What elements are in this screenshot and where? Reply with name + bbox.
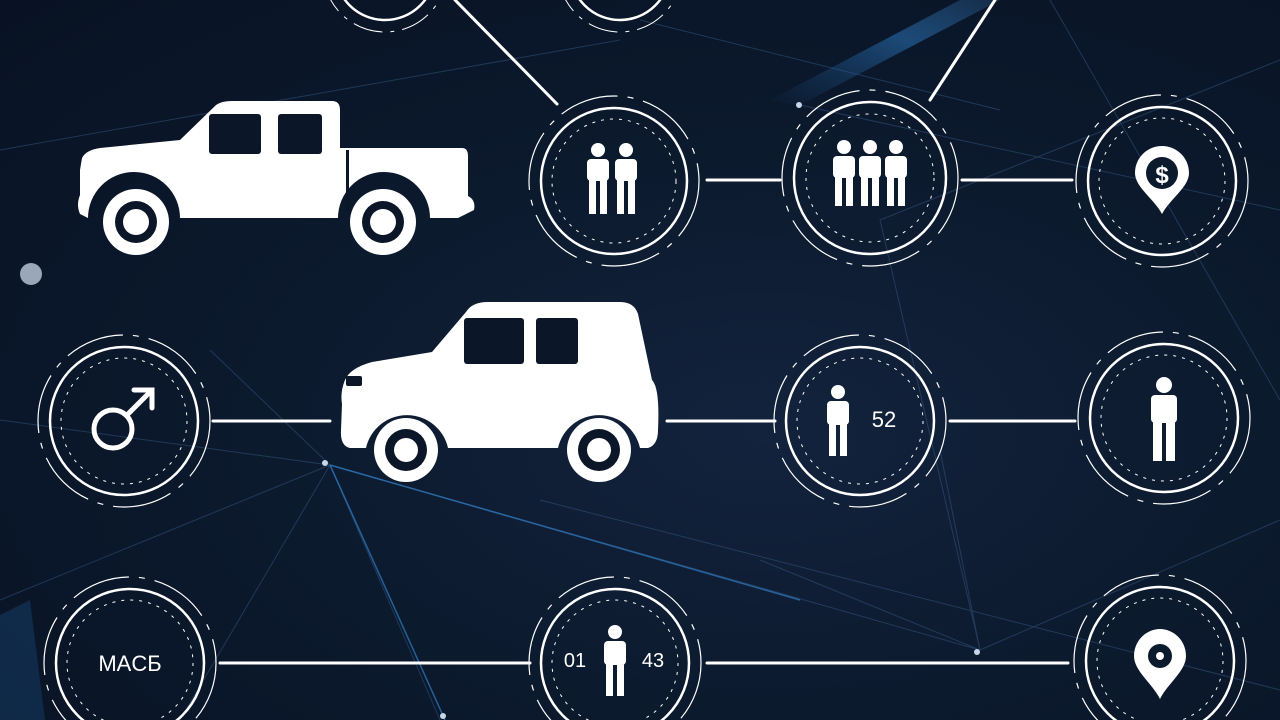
range-right-label: 43 <box>642 650 664 672</box>
range-left-label: 01 <box>564 650 586 672</box>
node-group-people <box>781 89 959 267</box>
partial-node-top-center <box>565 0 675 33</box>
side-dot <box>20 263 42 285</box>
suv-icon <box>340 302 659 482</box>
node-brand: MACБ <box>43 576 217 720</box>
age-label: 52 <box>872 407 896 432</box>
pickup-truck-icon <box>78 101 475 255</box>
node-two-people <box>528 95 700 267</box>
male-symbol-icon <box>91 387 155 451</box>
accent-beam <box>770 0 1000 105</box>
accent-beam-corner <box>0 600 45 720</box>
person-icon <box>827 385 849 456</box>
three-people-icon <box>833 140 907 206</box>
two-people-icon <box>587 143 637 214</box>
person-icon <box>1151 377 1177 461</box>
partial-node-top-left <box>330 0 440 33</box>
dollar-glyph: $ <box>1155 162 1169 189</box>
network-dots <box>322 102 980 719</box>
node-location-bottom <box>1073 574 1247 720</box>
node-location-top: $ <box>1075 94 1249 268</box>
person-icon <box>604 625 626 696</box>
node-single-person <box>1077 331 1251 505</box>
brand-label: MACБ <box>98 651 161 676</box>
node-male <box>37 334 211 508</box>
connector-lines <box>211 0 1077 665</box>
location-pin-icon <box>1134 629 1186 699</box>
node-range: 01 43 <box>528 576 702 720</box>
node-age: 52 <box>773 334 947 508</box>
background-highlight-lines <box>329 464 801 720</box>
location-pin-icon: $ <box>1135 146 1189 214</box>
